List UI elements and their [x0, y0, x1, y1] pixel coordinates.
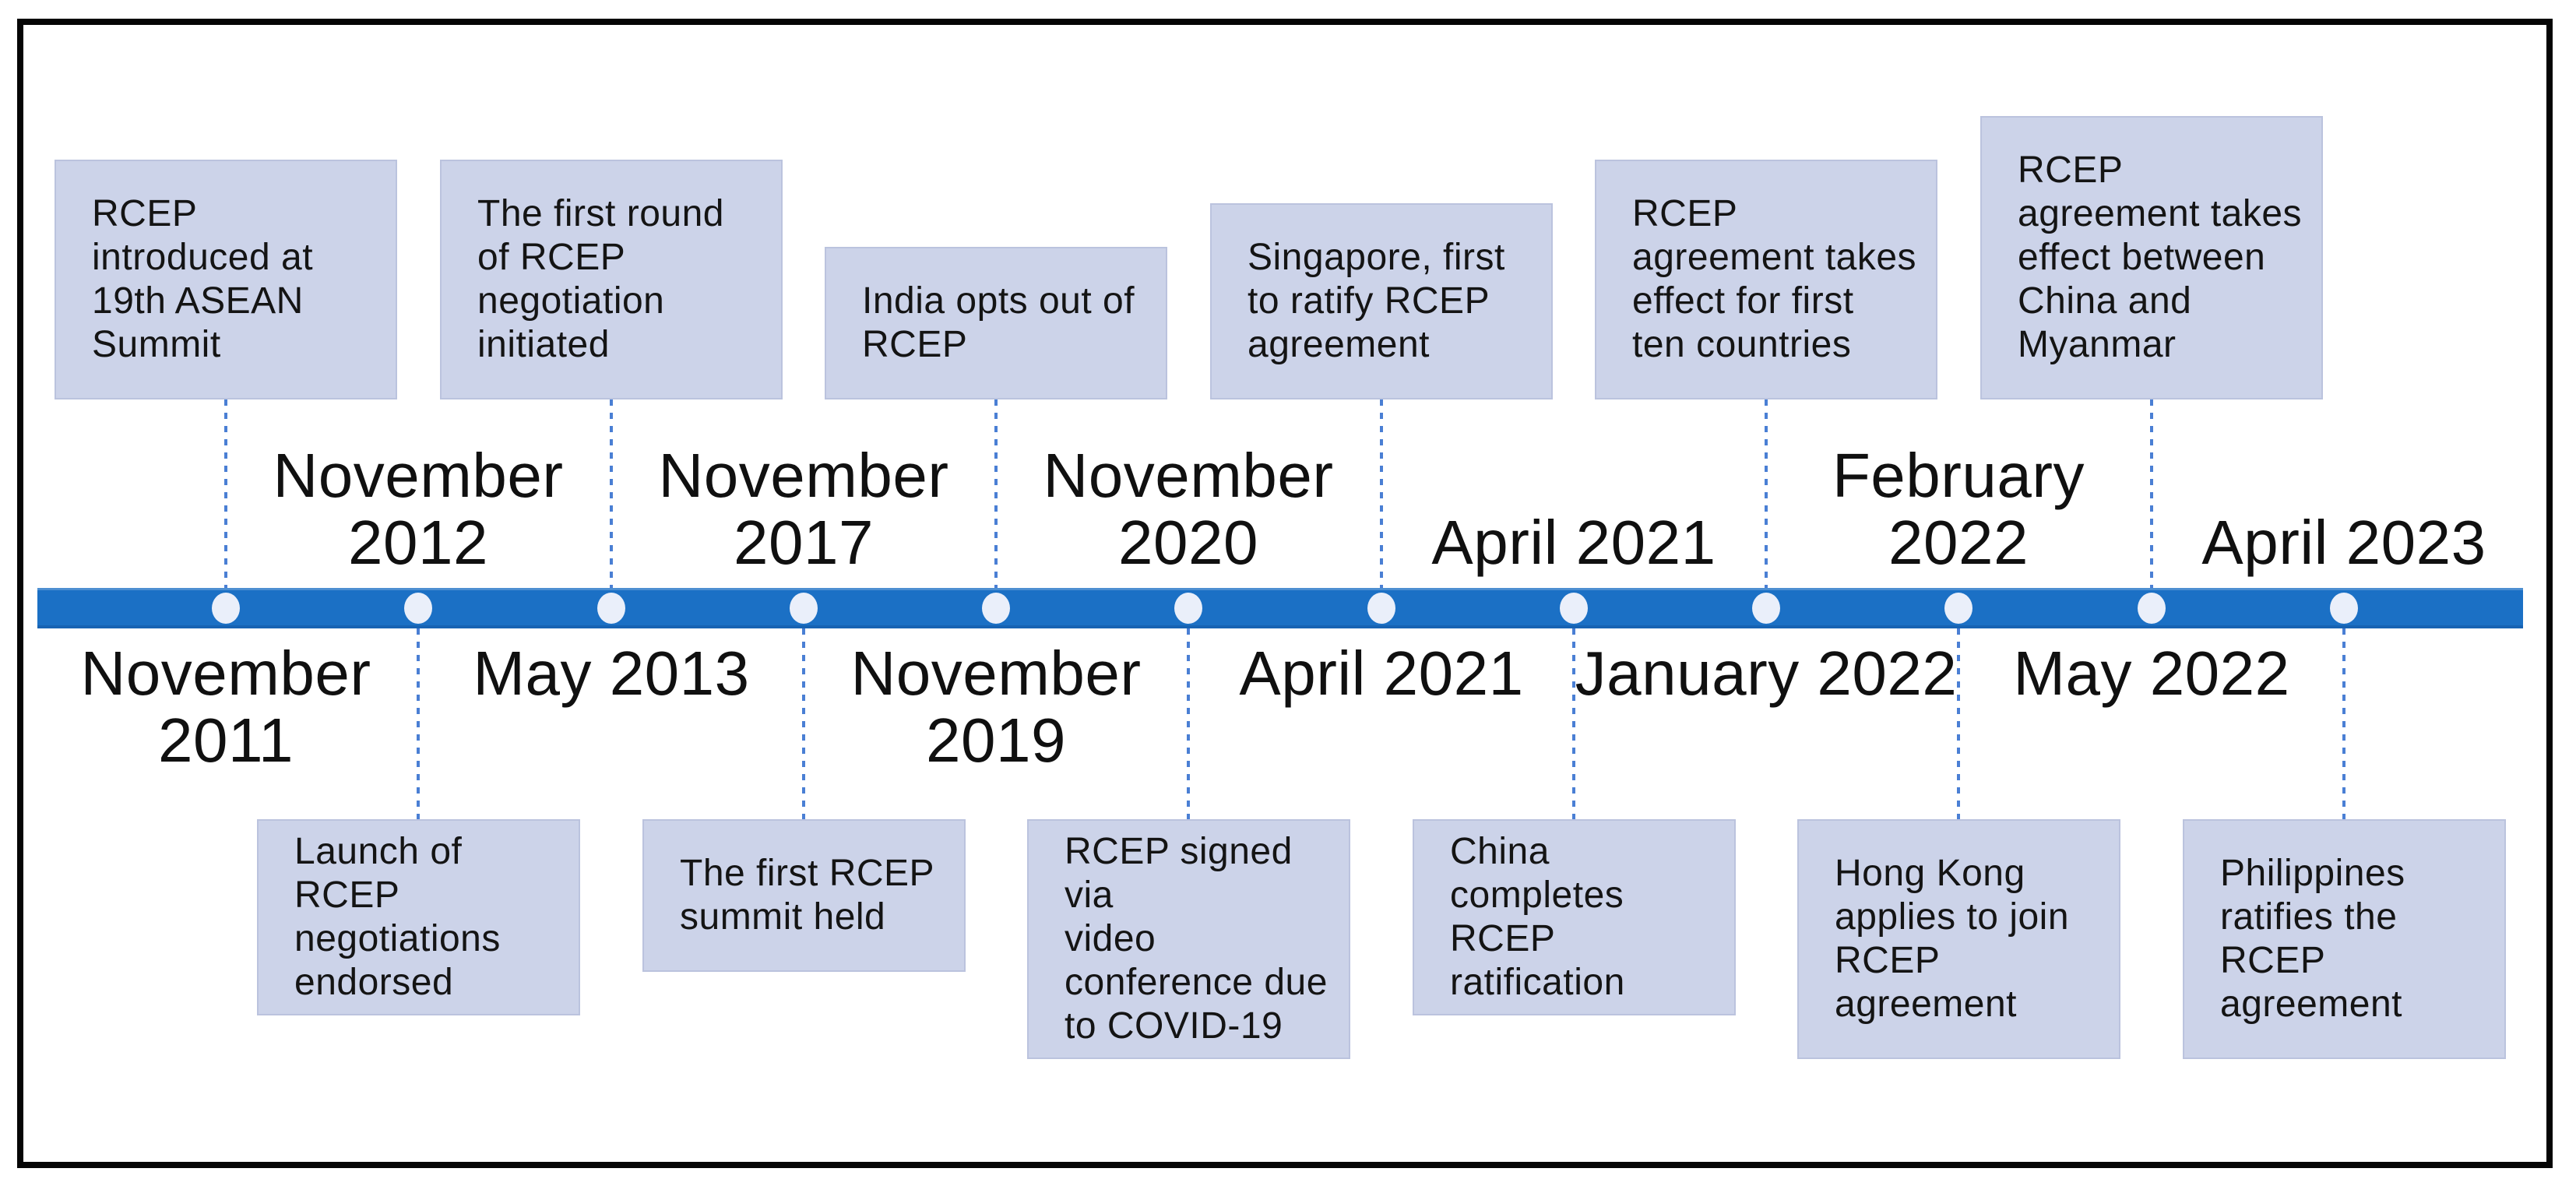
event-box: RCEP signed via video conference due to … — [1027, 819, 1350, 1059]
event-box: The first RCEP summit held — [642, 819, 966, 972]
event-date-label: November 2020 — [1043, 441, 1334, 577]
event-box: Hong Kong applies to join RCEP agreement — [1797, 819, 2120, 1059]
event-box: China completes RCEP ratification — [1413, 819, 1736, 1015]
event-connector — [610, 399, 613, 588]
event-box: Launch of RCEP negotiations endorsed — [257, 819, 580, 1015]
event-date-label: May 2022 — [2013, 639, 2290, 708]
event-box: RCEP agreement takes effect for first te… — [1595, 160, 1937, 399]
event-connector — [1765, 399, 1768, 588]
event-date-label: May 2013 — [473, 639, 750, 708]
slide-frame — [17, 19, 2553, 1168]
event-date-label: April 2021 — [1239, 639, 1524, 708]
event-box: Philippines ratifies the RCEP agreement — [2183, 819, 2506, 1059]
event-date-label: November 2019 — [850, 639, 1142, 775]
timeline-bar — [37, 588, 2523, 628]
event-box: Singapore, first to ratify RCEP agreemen… — [1210, 203, 1553, 399]
timeline-dot — [1174, 593, 1202, 624]
event-connector — [2150, 399, 2153, 588]
event-date-label: April 2021 — [1431, 508, 1716, 577]
event-date-label: January 2022 — [1575, 639, 1958, 708]
event-date-label: November 2017 — [658, 441, 949, 577]
timeline-dot — [597, 593, 625, 624]
timeline-dot — [2138, 593, 2166, 624]
event-date-label: April 2023 — [2201, 508, 2486, 577]
event-date-label: November 2011 — [80, 639, 371, 775]
event-box: RCEP agreement takes effect between Chin… — [1980, 116, 2323, 399]
timeline-dot — [1752, 593, 1780, 624]
event-date-label: February 2022 — [1832, 441, 2085, 577]
event-box: RCEP introduced at 19th ASEAN Summit — [55, 160, 397, 399]
event-connector — [417, 628, 420, 819]
timeline-dot — [404, 593, 432, 624]
timeline-dot — [790, 593, 818, 624]
event-connector — [1957, 628, 1960, 819]
event-connector — [802, 628, 805, 819]
event-connector — [1572, 628, 1575, 819]
event-date-label: November 2012 — [273, 441, 564, 577]
event-connector — [2342, 628, 2345, 819]
timeline-dot — [1367, 593, 1395, 624]
event-box: The first round of RCEP negotiation init… — [440, 160, 783, 399]
event-box: India opts out of RCEP — [825, 247, 1167, 399]
event-connector — [224, 399, 227, 588]
event-connector — [1380, 399, 1383, 588]
timeline-dot — [2330, 593, 2358, 624]
timeline-dot — [1944, 593, 1972, 624]
timeline-dot — [212, 593, 240, 624]
event-connector — [994, 399, 998, 588]
event-connector — [1187, 628, 1190, 819]
timeline-dot — [982, 593, 1010, 624]
timeline-dot — [1560, 593, 1588, 624]
